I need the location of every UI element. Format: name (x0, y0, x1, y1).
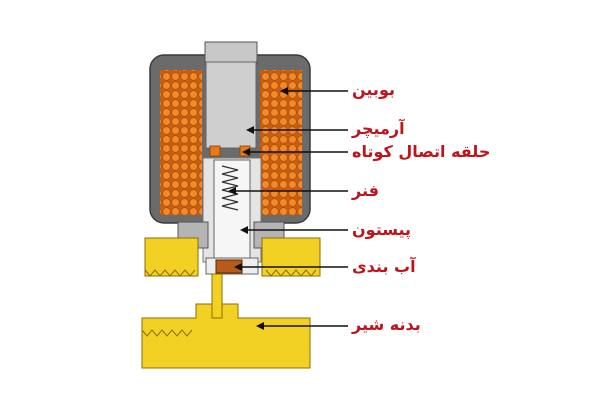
label-spring: فنر (352, 181, 379, 200)
label-coil: بوبین (352, 80, 395, 99)
piston-body (213, 159, 251, 261)
arrow-armature (246, 126, 254, 134)
thread-right (265, 269, 317, 277)
shading-ring-left (209, 145, 221, 157)
thread-lower (141, 329, 193, 337)
piston (202, 157, 262, 263)
label-piston: پیستون (352, 220, 412, 239)
arrow-shading-ring (242, 148, 250, 156)
arrow-piston (240, 226, 248, 234)
armature-top (204, 41, 258, 65)
valve-stem (211, 273, 223, 319)
leader-lines (230, 90, 348, 327)
arrow-seal (234, 263, 242, 271)
coil-winding-right (260, 70, 302, 215)
armature (204, 41, 258, 149)
arrow-valve-body (256, 322, 264, 330)
spring (221, 165, 239, 211)
thread-left (144, 269, 196, 277)
coil-winding-left (160, 70, 202, 215)
label-armature: آرمیچر (352, 119, 405, 138)
body-lower (141, 303, 311, 369)
arrow-coil (280, 87, 288, 95)
label-valve-body: بدنه شیر (352, 315, 421, 334)
arrow-spring (228, 187, 236, 195)
valve-body-lower (141, 303, 311, 369)
armature-core (205, 61, 257, 149)
label-shading-ring: حلقه اتصال کوتاه (352, 142, 491, 161)
flange-right (261, 237, 321, 277)
label-seal: آب بندی (352, 257, 416, 276)
leader-arrowheads (228, 87, 288, 330)
flange-left (144, 237, 199, 277)
